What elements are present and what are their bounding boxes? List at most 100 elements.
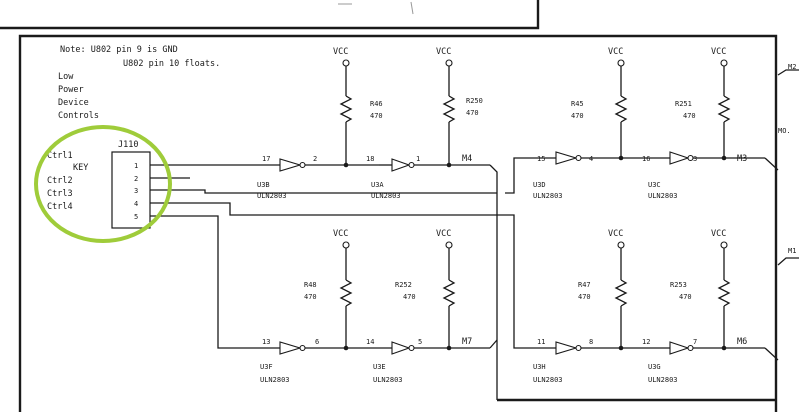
vcc-r48: VCC xyxy=(333,229,348,239)
gate-u3a-type: ULN2803 xyxy=(371,192,401,200)
gate-u3f-label: U3F xyxy=(260,363,273,371)
gate-u3b-label: U3B xyxy=(257,181,270,189)
gate-u3d xyxy=(555,151,582,165)
gate-u3h xyxy=(555,341,582,355)
side-label-line-3: Device xyxy=(58,98,89,108)
note-line-1: Note: U802 pin 9 is GND xyxy=(60,45,178,55)
side-label-line-1: Low xyxy=(58,72,74,82)
gate-u3e-out-pin: 5 xyxy=(418,338,422,346)
gate-u3e-label: U3E xyxy=(373,363,386,371)
gate-u3b-in-pin: 17 xyxy=(262,155,270,163)
wire-m4-route xyxy=(489,164,498,400)
gate-u3c-type: ULN2803 xyxy=(648,192,678,200)
net-m3: M3 xyxy=(737,154,747,164)
gate-u3c-label: U3C xyxy=(648,181,661,189)
resistor-r46 xyxy=(339,59,353,168)
top-fragment-tick xyxy=(410,1,414,15)
gate-u3g xyxy=(669,341,694,355)
edge-label-m1: M1 xyxy=(788,247,796,255)
vcc-r47: VCC xyxy=(608,229,623,239)
wire-u3d-in xyxy=(505,157,556,194)
connector-pin-5: 5 xyxy=(134,213,138,221)
resistor-r252-val: 470 xyxy=(403,293,416,301)
gate-u3a-in-pin: 18 xyxy=(366,155,374,163)
net-m6: M6 xyxy=(737,337,747,347)
gate-u3f xyxy=(279,341,306,355)
gate-u3b xyxy=(279,158,306,172)
resistor-r251 xyxy=(717,59,731,161)
gate-u3a-out-pin: 1 xyxy=(416,155,420,163)
resistor-r253-val: 470 xyxy=(679,293,692,301)
resistor-r250 xyxy=(442,59,456,168)
resistor-r253-ref: R253 xyxy=(670,281,687,289)
resistor-r252-ref: R252 xyxy=(395,281,412,289)
gate-u3g-in-pin: 12 xyxy=(642,338,650,346)
resistor-r46-val: 470 xyxy=(370,112,383,120)
connector-key-label: KEY xyxy=(73,163,88,173)
gate-u3f-out-pin: 6 xyxy=(315,338,319,346)
gate-u3b-out-pin: 2 xyxy=(313,155,317,163)
gate-u3d-in-pin: 15 xyxy=(537,155,545,163)
resistor-r46-ref: R46 xyxy=(370,100,383,108)
vcc-r46: VCC xyxy=(333,47,348,57)
ctrl-label-2: Ctrl2 xyxy=(47,176,73,186)
resistor-r47 xyxy=(614,241,628,351)
connector-wires xyxy=(150,164,500,349)
ctrl-label-4: Ctrl4 xyxy=(47,202,73,212)
sheet-border-outer xyxy=(0,0,540,30)
vcc-r251: VCC xyxy=(711,47,726,57)
ctrl-label-3: Ctrl3 xyxy=(47,189,73,199)
gate-u3d-type: ULN2803 xyxy=(533,192,563,200)
resistor-r252 xyxy=(442,241,456,351)
vcc-r250: VCC xyxy=(436,47,451,57)
gate-u3e-in-pin: 14 xyxy=(366,338,374,346)
gate-u3e-type: ULN2803 xyxy=(373,376,403,384)
edge-label-mo: MO. xyxy=(778,127,791,135)
gate-u3h-type: ULN2803 xyxy=(533,376,563,384)
wire-m6-route xyxy=(764,347,779,361)
gate-u3a-label: U3A xyxy=(371,181,384,189)
resistor-r47-val: 470 xyxy=(578,293,591,301)
gate-u3f-type: ULN2803 xyxy=(260,376,290,384)
edge-stub-top xyxy=(777,69,799,76)
gate-u3g-out-pin: 7 xyxy=(693,338,697,346)
resistor-r48-val: 470 xyxy=(304,293,317,301)
gate-u3e xyxy=(391,341,415,355)
ctrl-label-1: Ctrl1 xyxy=(47,151,73,161)
gate-u3a xyxy=(391,158,415,172)
resistor-r45-ref: R45 xyxy=(571,100,584,108)
gate-u3h-label: U3H xyxy=(533,363,546,371)
gate-u3f-in-pin: 13 xyxy=(262,338,270,346)
connector-pin-2: 2 xyxy=(134,175,138,183)
gate-u3g-type: ULN2803 xyxy=(648,376,678,384)
gate-u3h-out-pin: 8 xyxy=(589,338,593,346)
side-label-line-4: Controls xyxy=(58,111,99,121)
resistor-r250-ref: R250 xyxy=(466,97,483,105)
gate-u3c-out-pin: 3 xyxy=(693,155,697,163)
resistor-r253 xyxy=(717,241,731,351)
connector-ref: J110 xyxy=(118,140,138,150)
wire-m3-route xyxy=(764,157,779,171)
net-m7: M7 xyxy=(462,337,472,347)
gate-u3d-label: U3D xyxy=(533,181,546,189)
vcc-r252: VCC xyxy=(436,229,451,239)
edge-label-m2: M2 xyxy=(788,63,796,71)
gate-u3b-type: ULN2803 xyxy=(257,192,287,200)
sheet-border-inner xyxy=(18,34,778,412)
connector-pin-4: 4 xyxy=(134,200,138,208)
wire-m7-route xyxy=(489,339,498,349)
gate-u3c-in-pin: 16 xyxy=(642,155,650,163)
side-label-line-2: Power xyxy=(58,85,84,95)
resistor-r48-ref: R48 xyxy=(304,281,317,289)
resistor-r250-val: 470 xyxy=(466,109,479,117)
resistor-r47-ref: R47 xyxy=(578,281,591,289)
resistor-r251-val: 470 xyxy=(683,112,696,120)
resistor-r45-val: 470 xyxy=(571,112,584,120)
net-m4: M4 xyxy=(462,154,472,164)
resistor-r45 xyxy=(614,59,628,161)
gate-u3c xyxy=(669,151,694,165)
connector-pin-3: 3 xyxy=(134,187,138,195)
vcc-r45: VCC xyxy=(608,47,623,57)
note-line-2: U802 pin 10 floats. xyxy=(123,59,220,69)
